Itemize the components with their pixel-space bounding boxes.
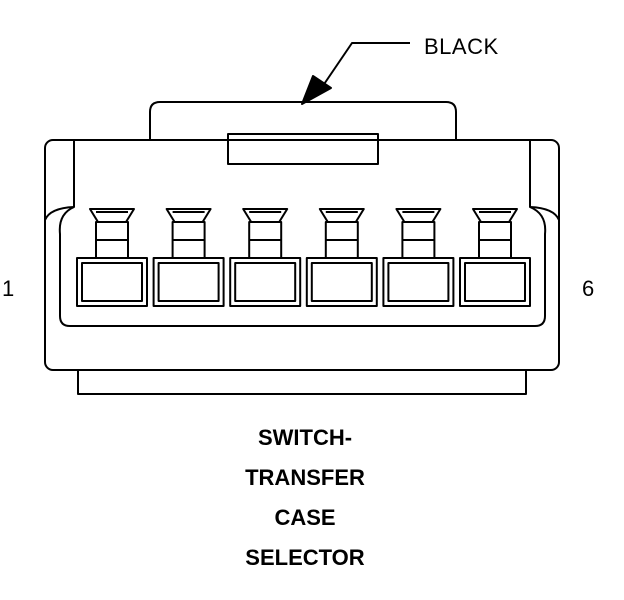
title-line-4: SELECTOR [245, 545, 365, 570]
latch-tab [149, 101, 457, 140]
housing-inner-edge-left [44, 206, 75, 221]
bottom-flange [77, 370, 527, 395]
terminal-latch [89, 208, 135, 223]
housing-inner-outline [58, 140, 547, 327]
latch-window [227, 133, 379, 165]
title-line-3: CASE [274, 505, 336, 530]
terminal-1 [76, 208, 148, 307]
terminal-5 [382, 208, 455, 307]
terminal-latch [165, 208, 212, 223]
terminal-cavity-inner [234, 262, 297, 302]
title-line-1: SWITCH- [257, 425, 353, 450]
title-line-2: TRANSFER [245, 465, 365, 490]
callout-label: BLACK [424, 34, 499, 59]
terminal-cavity-outer [152, 257, 225, 307]
terminal-cavity-outer [229, 257, 302, 307]
connector-housing [44, 139, 560, 371]
terminal-6 [459, 208, 531, 307]
terminal-cavities [76, 208, 531, 307]
terminal-latch [395, 208, 442, 223]
pin-number-last: 6 [582, 276, 595, 301]
housing-inner-edge-right [529, 206, 560, 221]
terminal-cavity-inner [464, 262, 526, 302]
callout-leader [301, 42, 410, 105]
terminal-cavity-outer [382, 257, 455, 307]
terminal-2 [152, 208, 225, 307]
terminal-cavity-outer [305, 257, 378, 307]
terminal-latch [472, 208, 518, 223]
pin-number-first: 1 [2, 276, 15, 301]
terminal-4 [305, 208, 378, 307]
terminal-cavity-inner [157, 262, 220, 302]
terminal-cavity-inner [81, 262, 143, 302]
terminal-latch [318, 208, 365, 223]
terminal-cavity-outer [76, 257, 148, 307]
terminal-latch [242, 208, 289, 223]
terminal-cavity-inner [387, 262, 450, 302]
terminal-3 [229, 208, 302, 307]
terminal-cavity-outer [459, 257, 531, 307]
terminal-cavity-inner [310, 262, 373, 302]
